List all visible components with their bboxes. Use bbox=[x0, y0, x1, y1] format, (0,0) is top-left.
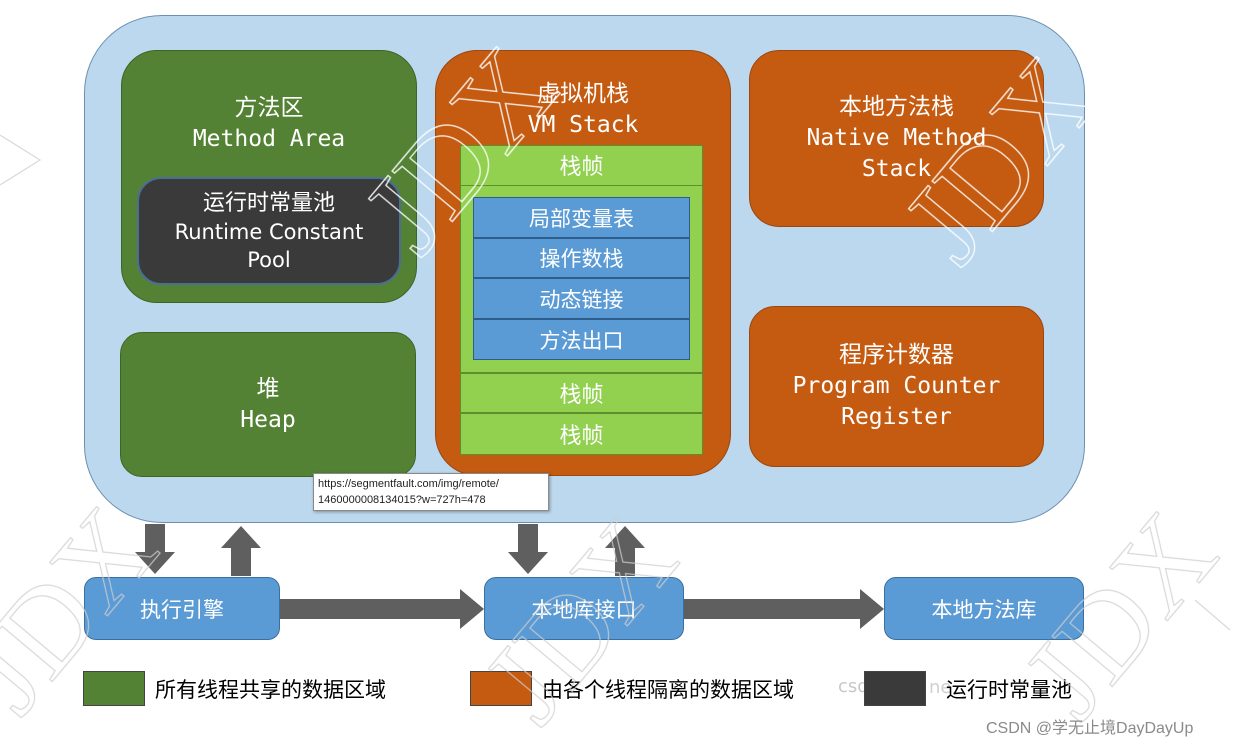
native-method-stack: 本地方法栈 Native Method Stack bbox=[749, 50, 1044, 227]
frame-item-local-variables: 局部变量表 bbox=[473, 197, 690, 238]
legend-label-pool: 运行时常量池 bbox=[946, 678, 1072, 702]
heap-title-cn: 堆 bbox=[256, 375, 280, 402]
stack-frame-divider bbox=[460, 185, 703, 186]
stack-frame: 栈帧 bbox=[460, 413, 703, 455]
method-area-title-en: Method Area bbox=[192, 126, 346, 152]
tooltip-line-1: https://segmentfault.com/img/remote/ bbox=[318, 478, 499, 490]
pc-title-cn: 程序计数器 bbox=[839, 342, 954, 368]
down-arrow-icon bbox=[135, 524, 175, 574]
vm-stack-title-cn: 虚拟机栈 bbox=[537, 81, 629, 107]
pc-title-en-2: Register bbox=[841, 404, 952, 430]
vm-stack-title-en: VM Stack bbox=[527, 112, 639, 138]
stack-frame: 栈帧 bbox=[460, 373, 703, 413]
constant-pool-title-en-2: Pool bbox=[247, 247, 291, 272]
up-arrow-icon bbox=[221, 526, 261, 576]
right-arrow-icon bbox=[684, 589, 884, 629]
execution-engine-box: 执行引擎 bbox=[84, 577, 280, 640]
frame-item-operand-stack: 操作数栈 bbox=[473, 238, 690, 278]
program-counter-register: 程序计数器 Program Counter Register bbox=[749, 306, 1044, 467]
down-arrow-icon bbox=[508, 524, 548, 574]
method-area-title-cn: 方法区 bbox=[234, 95, 304, 121]
legend-swatch-isolated bbox=[470, 671, 532, 706]
stack-frame-label: 栈帧 bbox=[559, 155, 604, 180]
constant-pool-title-en-1: Runtime Constant bbox=[174, 219, 364, 244]
legend-label-isolated: 由各个线程隔离的数据区域 bbox=[542, 678, 794, 702]
legend-label-shared: 所有线程共享的数据区域 bbox=[155, 678, 386, 702]
heap-title-en: Heap bbox=[240, 406, 296, 433]
native-stack-title-cn: 本地方法栈 bbox=[839, 94, 954, 120]
native-interface-box: 本地库接口 bbox=[484, 577, 684, 640]
url-tooltip: https://segmentfault.com/img/remote/ 146… bbox=[313, 473, 549, 511]
legend-swatch-shared bbox=[83, 671, 145, 706]
runtime-constant-pool: 运行时常量池 Runtime Constant Pool bbox=[137, 177, 401, 285]
native-library-box: 本地方法库 bbox=[884, 577, 1084, 640]
constant-pool-title-cn: 运行时常量池 bbox=[202, 190, 335, 216]
heap-area: 堆 Heap bbox=[120, 332, 416, 477]
frame-item-dynamic-linking: 动态链接 bbox=[473, 278, 690, 319]
right-arrow-icon bbox=[280, 589, 484, 629]
pc-title-en-1: Program Counter bbox=[792, 373, 1001, 399]
native-stack-title-en-1: Native Method bbox=[806, 125, 987, 151]
legend-swatch-pool bbox=[864, 671, 926, 706]
frame-item-return-address: 方法出口 bbox=[473, 319, 690, 360]
up-arrow-icon bbox=[605, 526, 645, 576]
legend-watermark-tail: ne bbox=[929, 677, 952, 698]
tooltip-line-2: 1460000008134015?w=727h=478 bbox=[318, 494, 486, 506]
native-stack-title-en-2: Stack bbox=[861, 156, 932, 182]
csdn-watermark: CSDN @学无止境DayDayUp bbox=[986, 720, 1194, 737]
